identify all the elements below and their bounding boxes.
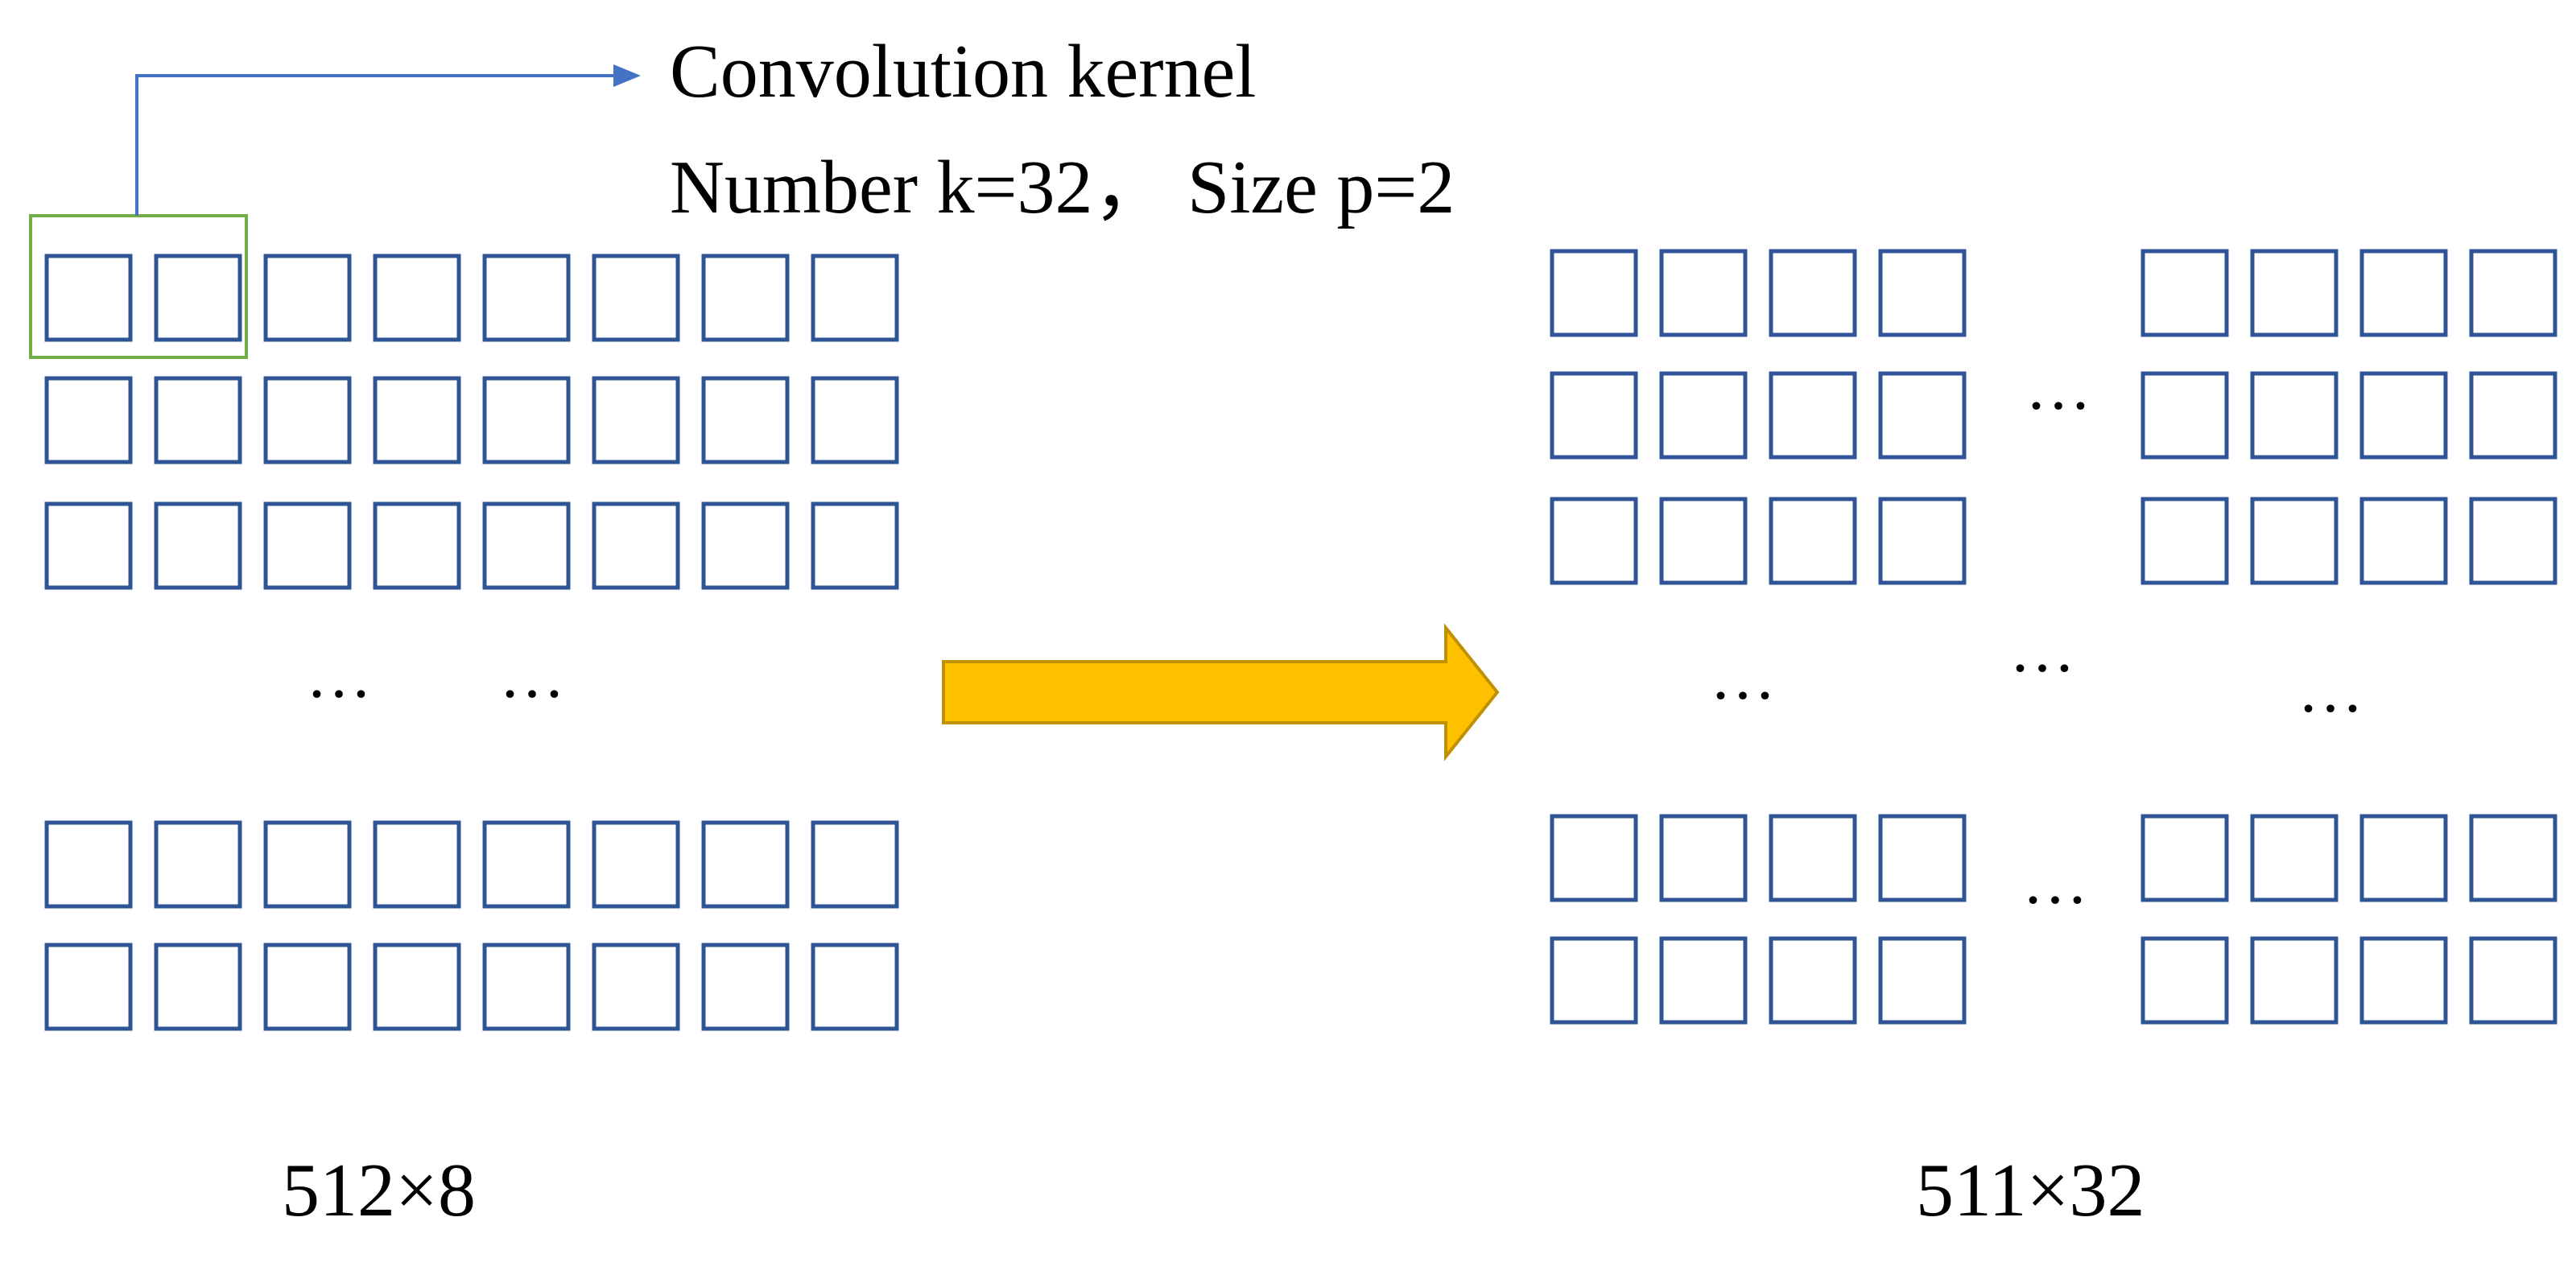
kernel-title: Convolution kernel: [670, 30, 1257, 113]
input-cell: [811, 820, 899, 909]
input-cell: [154, 820, 242, 909]
input-cell: [592, 376, 680, 464]
input-row-ellipsis: …: [306, 638, 372, 712]
output-cell: [2140, 814, 2229, 902]
input-cell: [263, 254, 352, 342]
output-row-ellipsis: …: [1710, 640, 1776, 713]
input-cell: [263, 501, 352, 590]
output-column-ellipsis: …: [2022, 844, 2088, 918]
output-cell: [2140, 249, 2229, 337]
input-cell: [373, 943, 461, 1031]
input-cell: [482, 254, 571, 342]
input-cell: [811, 376, 899, 464]
input-cell: [44, 376, 133, 464]
input-cell: [44, 501, 133, 590]
input-cell: [592, 254, 680, 342]
output-cell: [1659, 497, 1748, 585]
output-cell: [1878, 814, 1967, 902]
input-matrix: [44, 254, 899, 1031]
kernel-parameters: Number k=32， Size p=2: [670, 146, 1455, 229]
output-cell: [1550, 371, 1638, 460]
input-cell: [592, 501, 680, 590]
output-cell: [1878, 249, 1967, 337]
output-cell: [1550, 249, 1638, 337]
output-cell: [1550, 497, 1638, 585]
transform-arrow: [942, 623, 1500, 761]
output-cell: [1769, 814, 1857, 902]
input-cell: [482, 943, 571, 1031]
output-cell: [1769, 497, 1857, 585]
input-cell: [701, 501, 790, 590]
output-cell: [2469, 249, 2557, 337]
output-cell: [1769, 249, 1857, 337]
input-row-ellipsis: …: [499, 638, 565, 712]
output-matrix: [1550, 249, 2557, 1025]
input-cell: [373, 376, 461, 464]
output-cell: [2469, 814, 2557, 902]
output-cell: [1659, 814, 1748, 902]
output-cell: [2359, 371, 2448, 460]
output-cell: [2140, 371, 2229, 460]
output-cell: [2250, 814, 2339, 902]
input-cell: [44, 943, 133, 1031]
input-dimension-label: 512×8: [282, 1149, 477, 1232]
input-cell: [154, 254, 242, 342]
output-cell: [2359, 936, 2448, 1025]
output-cell: [2469, 371, 2557, 460]
output-cell: [2250, 249, 2339, 337]
input-cell: [373, 501, 461, 590]
kernel-pointer-arrowhead: [613, 64, 641, 87]
input-cell: [592, 943, 680, 1031]
input-cell: [701, 820, 790, 909]
output-cell: [1878, 497, 1967, 585]
kernel-window-highlight: [29, 214, 248, 359]
input-cell: [154, 943, 242, 1031]
output-row-ellipsis: …: [2297, 653, 2363, 726]
output-cell: [2250, 936, 2339, 1025]
kernel-pointer-line: [135, 74, 620, 216]
input-cell: [592, 820, 680, 909]
output-cell: [2250, 371, 2339, 460]
output-dimension-label: 511×32: [1916, 1149, 2145, 1232]
input-cell: [482, 501, 571, 590]
input-cell: [263, 820, 352, 909]
output-cell: [2250, 497, 2339, 585]
output-cell: [2140, 936, 2229, 1025]
output-cell: [1878, 936, 1967, 1025]
output-cell: [2469, 497, 2557, 585]
input-cell: [701, 254, 790, 342]
input-cell: [811, 254, 899, 342]
output-cell: [1659, 936, 1748, 1025]
output-cell: [1769, 936, 1857, 1025]
input-cell: [482, 376, 571, 464]
output-cell: [2469, 936, 2557, 1025]
input-cell: [811, 943, 899, 1031]
output-column-ellipsis: …: [2025, 350, 2091, 423]
input-cell: [373, 254, 461, 342]
output-cell: [2359, 497, 2448, 585]
input-cell: [154, 376, 242, 464]
output-cell: [2140, 497, 2229, 585]
output-cell: [2359, 814, 2448, 902]
output-cell: [1659, 371, 1748, 460]
output-center-ellipsis: …: [2009, 613, 2075, 686]
input-cell: [44, 254, 133, 342]
input-cell: [701, 376, 790, 464]
input-cell: [44, 820, 133, 909]
input-cell: [811, 501, 899, 590]
input-cell: [482, 820, 571, 909]
output-cell: [1550, 936, 1638, 1025]
input-cell: [154, 501, 242, 590]
output-cell: [1659, 249, 1748, 337]
output-cell: [1878, 371, 1967, 460]
output-cell: [2359, 249, 2448, 337]
output-cell: [1769, 371, 1857, 460]
input-cell: [263, 376, 352, 464]
input-cell: [373, 820, 461, 909]
input-cell: [701, 943, 790, 1031]
output-cell: [1550, 814, 1638, 902]
input-cell: [263, 943, 352, 1031]
